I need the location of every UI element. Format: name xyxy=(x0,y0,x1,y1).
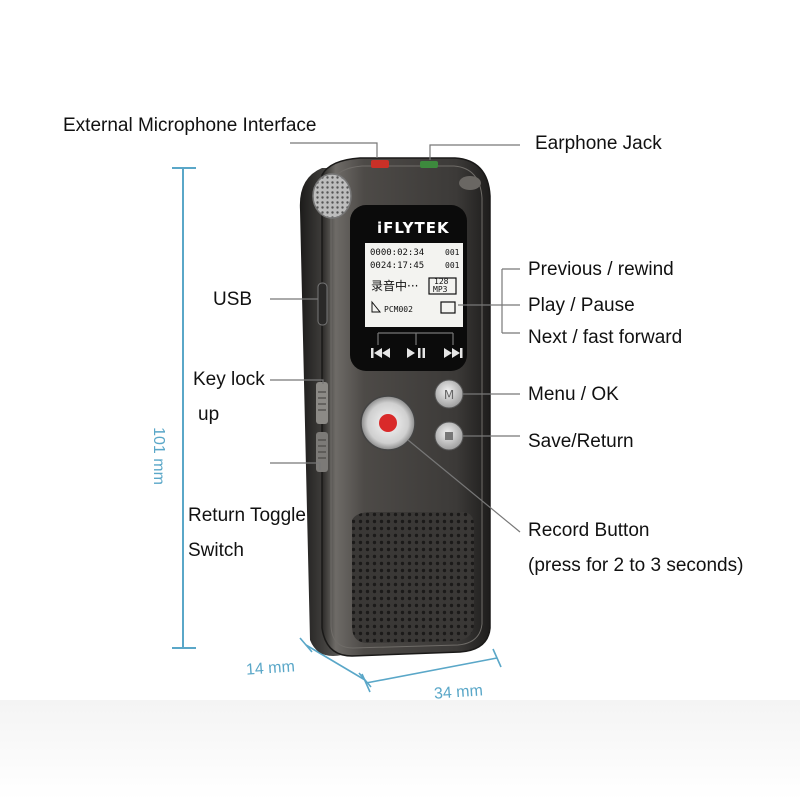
label-save-return: Save/Return xyxy=(528,431,634,452)
brand-logo: iFLYTEK xyxy=(377,219,450,237)
key-lock-switch xyxy=(316,382,328,424)
lcd-time-elapsed: 0000:02:34 xyxy=(370,248,425,258)
label-external-microphone: External Microphone Interface xyxy=(63,115,317,136)
lcd-folder: PCM002 xyxy=(384,305,413,314)
lcd-file-number-bottom: 001 xyxy=(445,261,460,270)
floor-shadow xyxy=(0,700,800,800)
label-key-lock-line2: up xyxy=(198,404,220,425)
label-menu-ok: Menu / OK xyxy=(528,384,619,405)
label-record-line1: Record Button xyxy=(528,520,650,541)
width-dimension-line xyxy=(361,648,502,693)
lcd-bitrate: 128 xyxy=(434,277,449,286)
lcd-file-number-top: 001 xyxy=(445,248,460,257)
label-play-pause: Play / Pause xyxy=(528,295,635,316)
leader-lines xyxy=(270,142,521,533)
speaker-grille xyxy=(352,512,474,643)
rewind-icon xyxy=(371,348,390,358)
lcd-status: 录音中··· xyxy=(371,279,419,293)
fast-forward-icon xyxy=(444,348,463,358)
play-pause-icon xyxy=(407,348,425,358)
earphone-jack xyxy=(420,161,438,168)
height-dimension-line xyxy=(172,167,196,649)
label-earphone-jack: Earphone Jack xyxy=(535,133,662,154)
lcd-format: MP3 xyxy=(433,285,448,294)
label-return-toggle-line1: Return Toggle xyxy=(188,505,306,526)
dimension-depth: 14 mm xyxy=(245,658,296,679)
label-usb: USB xyxy=(213,289,253,310)
top-microphone-mesh xyxy=(312,173,352,219)
svg-text:M: M xyxy=(444,388,454,402)
label-return-toggle-line2: Switch xyxy=(188,540,244,561)
lcd-time-total: 0024:17:45 xyxy=(370,261,425,271)
dimension-height: 101 mm xyxy=(150,427,167,485)
dimension-width: 34 mm xyxy=(433,682,484,703)
usb-port xyxy=(317,282,328,326)
label-record-line2: (press for 2 to 3 seconds) xyxy=(528,555,744,576)
external-microphone-jack xyxy=(371,160,389,168)
label-previous: Previous / rewind xyxy=(528,259,674,280)
label-key-lock-line1: Key lock xyxy=(193,369,265,390)
label-next: Next / fast forward xyxy=(528,327,683,348)
